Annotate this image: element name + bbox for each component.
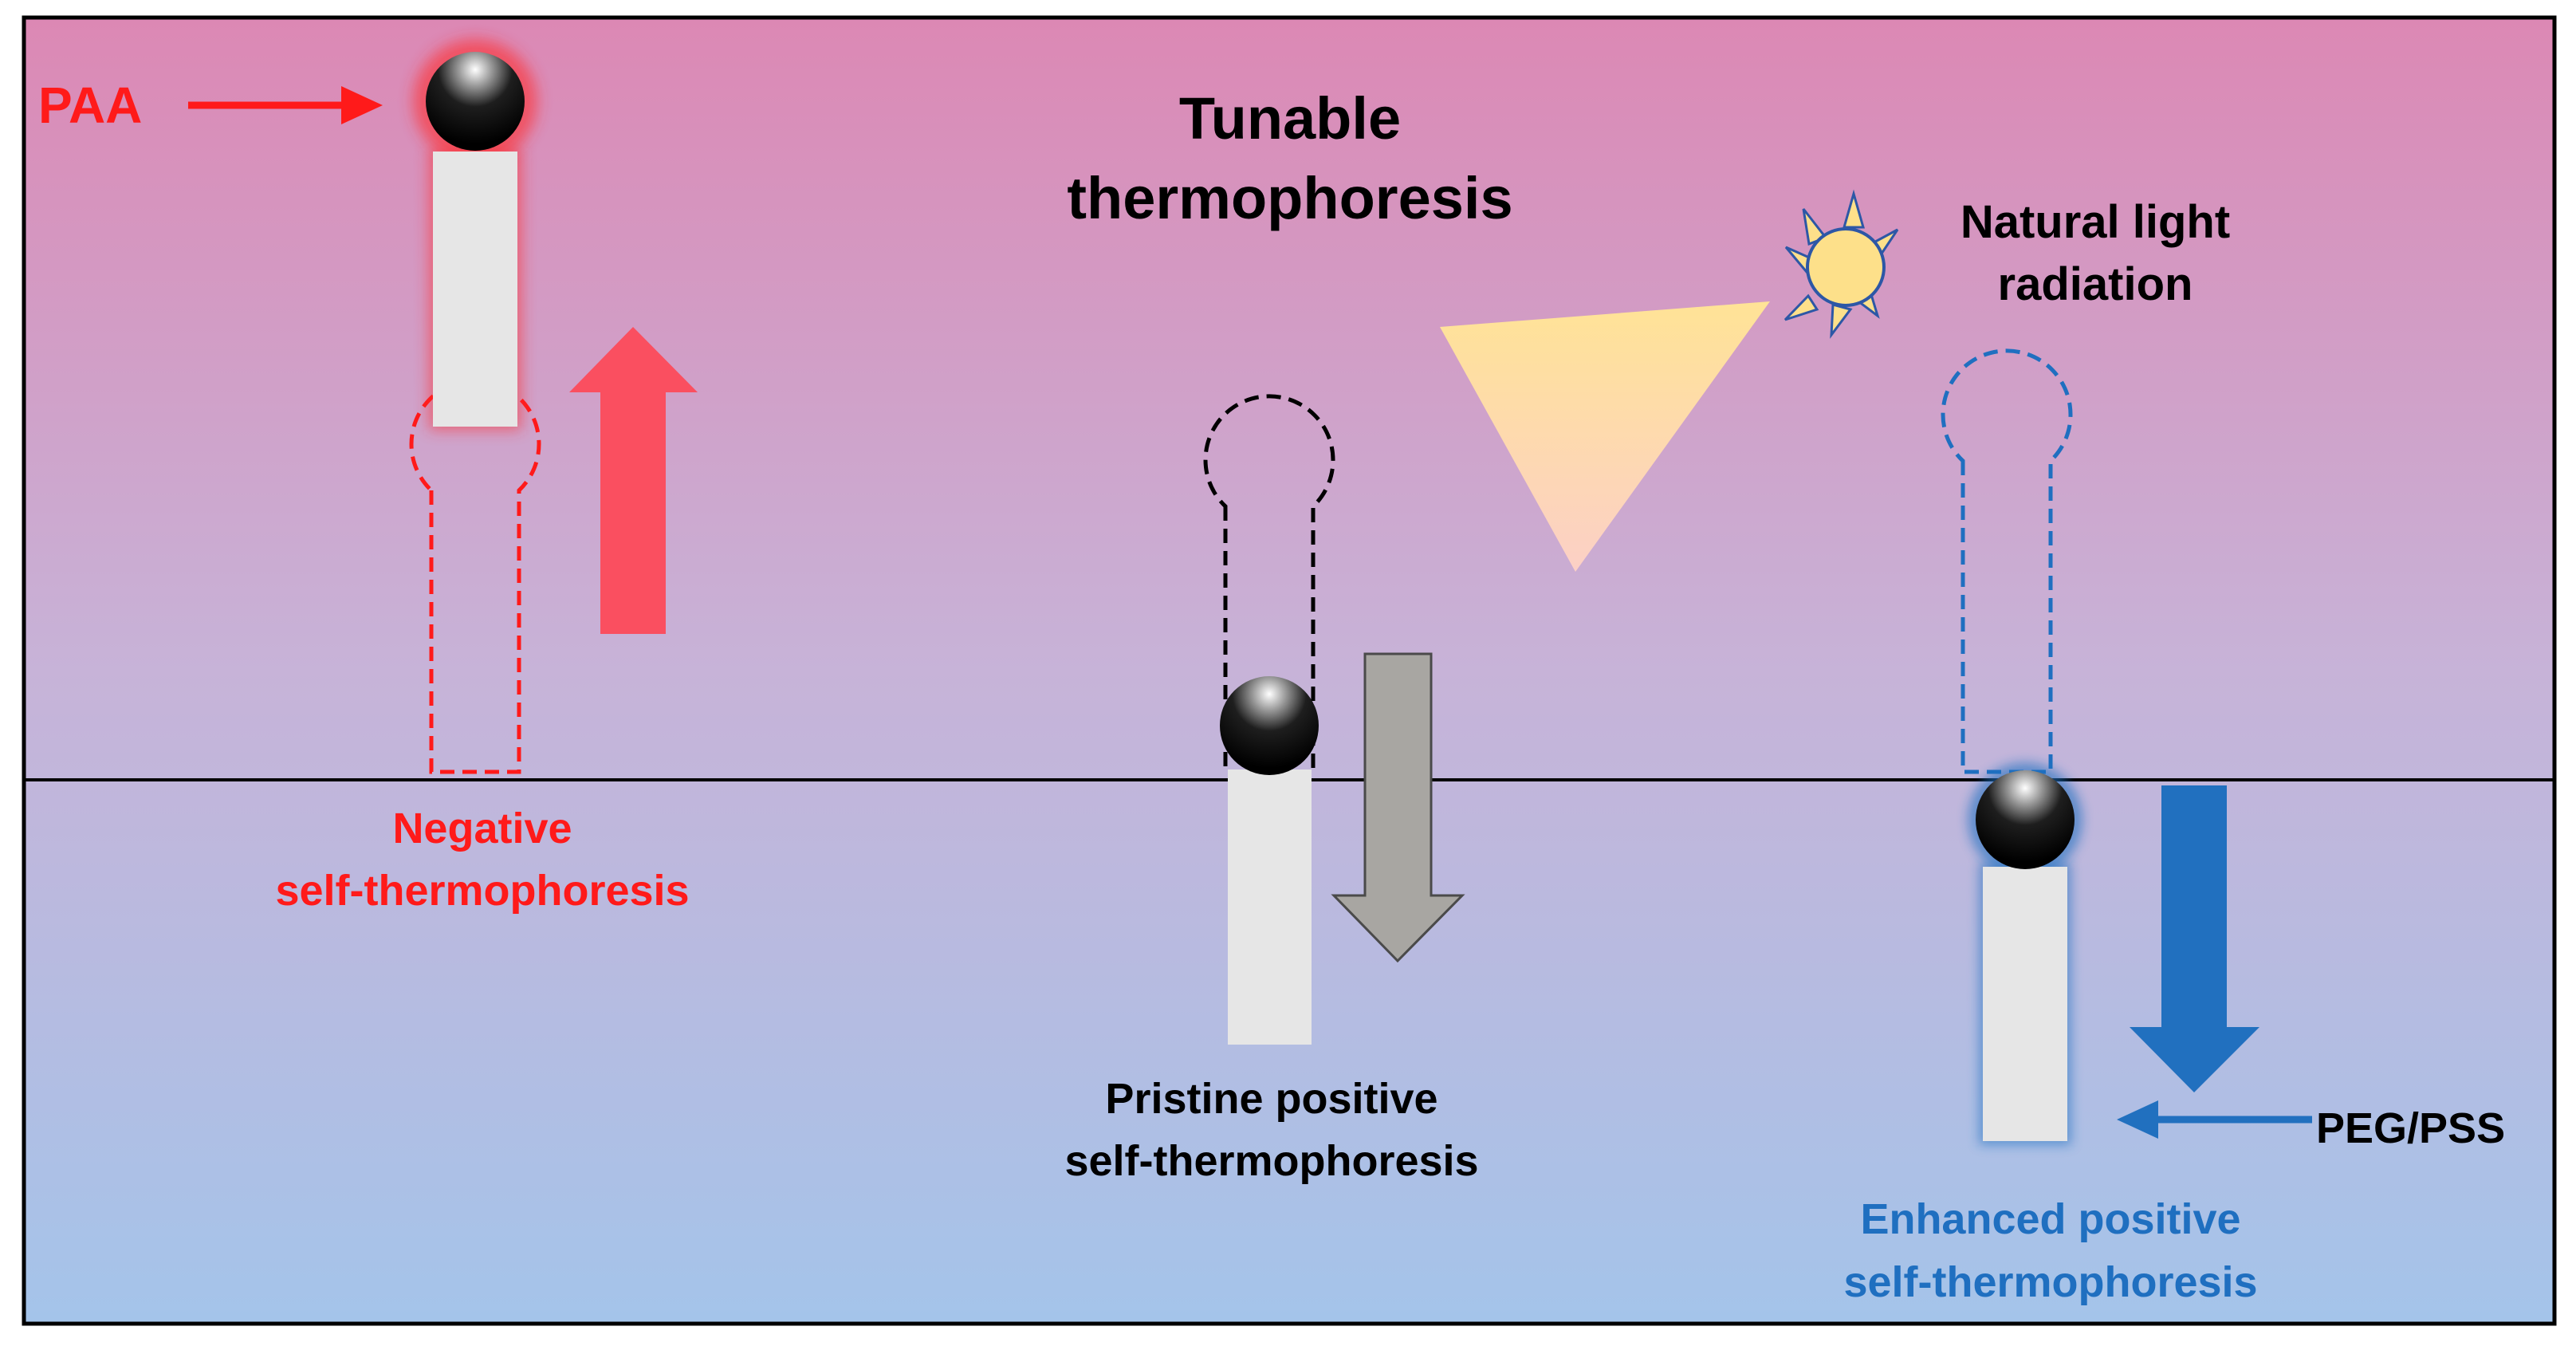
negative-up-arrow xyxy=(569,327,698,634)
enhanced-down-arrow xyxy=(2130,785,2259,1092)
enhanced-rod xyxy=(1983,867,2067,1141)
negative-rod xyxy=(433,152,517,427)
enhanced-particle xyxy=(1976,770,2075,869)
pristine-rod xyxy=(1228,769,1312,1045)
enhanced-label-line1: Enhanced positive xyxy=(1860,1195,2240,1243)
title-line1: Tunable xyxy=(1179,85,1401,152)
negative-particle xyxy=(426,52,525,151)
paa-label: PAA xyxy=(38,77,142,134)
light-label-line1: Natural light xyxy=(1961,196,2230,248)
pristine-particle xyxy=(1220,676,1319,775)
negative-group: PAA Negative self-thermophoresis xyxy=(38,39,698,915)
light-beam xyxy=(1440,301,1770,572)
pristine-down-arrow xyxy=(1331,652,1465,963)
light-label-line2: radiation xyxy=(1998,258,2193,310)
title-line2: thermophoresis xyxy=(1067,165,1512,231)
enhanced-group: PEG/PSS Enhanced positive self-thermopho… xyxy=(1843,348,2505,1306)
enhanced-label-line2: self-thermophoresis xyxy=(1843,1258,2257,1306)
pristine-label-line2: self-thermophoresis xyxy=(1064,1137,1478,1185)
enhanced-start-outline xyxy=(1941,348,2073,774)
pristine-label-line1: Pristine positive xyxy=(1105,1075,1437,1123)
paa-arrow-head xyxy=(341,86,383,124)
peg-pss-label: PEG/PSS xyxy=(2316,1104,2505,1152)
pristine-group: Pristine positive self-thermophoresis xyxy=(1064,394,1479,1185)
pristine-start-outline xyxy=(1203,394,1335,774)
negative-label-line2: self-thermophoresis xyxy=(275,867,689,915)
negative-label-line1: Negative xyxy=(392,805,572,852)
peg-arrow-head xyxy=(2117,1100,2158,1139)
sun-icon xyxy=(1784,189,1899,339)
